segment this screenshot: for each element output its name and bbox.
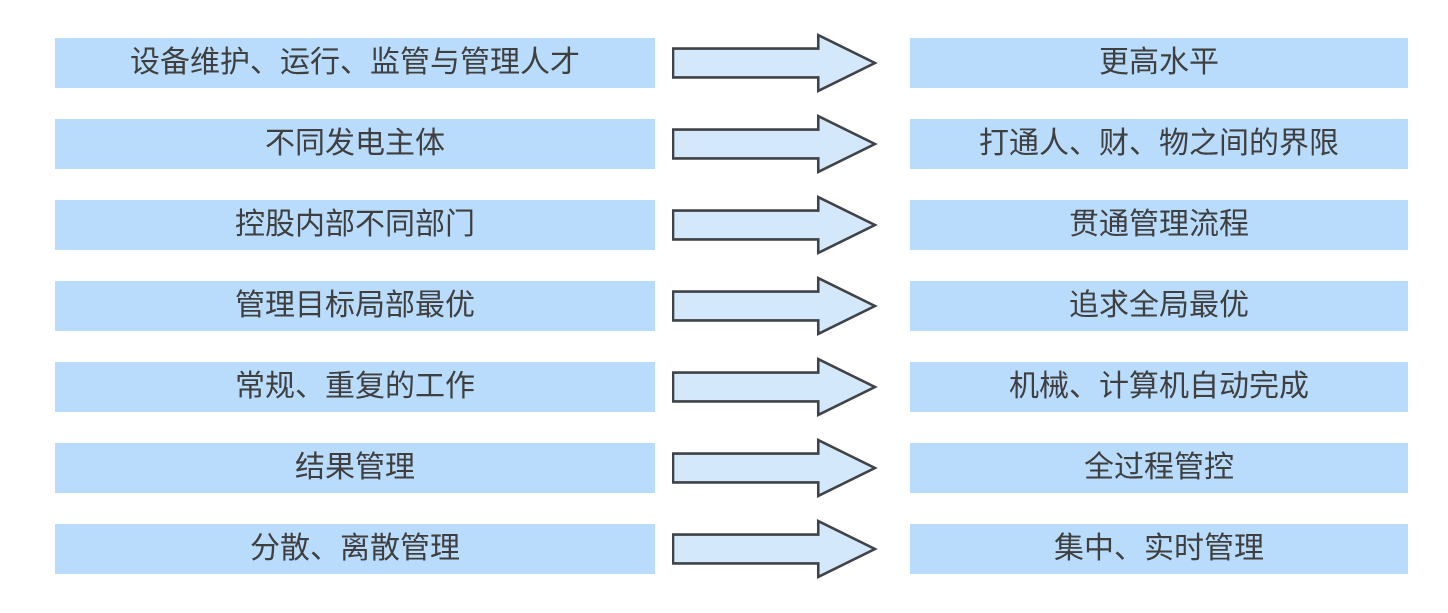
source-box-label: 设备维护、运行、监管与管理人才 [130, 46, 580, 79]
target-box: 机械、计算机自动完成 [910, 362, 1408, 412]
diagram-row: 设备维护、运行、监管与管理人才 更高水平 [55, 33, 1448, 93]
diagram-row: 不同发电主体 打通人、财、物之间的界限 [55, 114, 1448, 174]
right-arrow-icon [672, 33, 878, 93]
diagram-row: 结果管理 全过程管控 [55, 438, 1448, 498]
diagram-row: 控股内部不同部门 贯通管理流程 [55, 195, 1448, 255]
right-arrow-icon [672, 357, 878, 417]
right-arrow-icon [672, 195, 878, 255]
source-box-label: 分散、离散管理 [250, 532, 460, 565]
target-box-label: 集中、实时管理 [1054, 532, 1264, 565]
source-box: 分散、离散管理 [55, 524, 655, 574]
target-box: 贯通管理流程 [910, 200, 1408, 250]
target-box-label: 机械、计算机自动完成 [1009, 370, 1309, 403]
target-box-label: 全过程管控 [1084, 451, 1234, 484]
right-arrow-icon [672, 276, 878, 336]
target-box: 追求全局最优 [910, 281, 1408, 331]
source-box: 控股内部不同部门 [55, 200, 655, 250]
target-box: 打通人、财、物之间的界限 [910, 119, 1408, 169]
right-arrow-icon [672, 519, 878, 579]
source-box: 设备维护、运行、监管与管理人才 [55, 38, 655, 88]
target-box-label: 更高水平 [1099, 46, 1219, 79]
source-box-label: 管理目标局部最优 [235, 289, 475, 322]
target-box-label: 打通人、财、物之间的界限 [979, 127, 1339, 160]
source-box: 不同发电主体 [55, 119, 655, 169]
transformation-diagram: 设备维护、运行、监管与管理人才 更高水平 不同发电主体 打通人、财、物之间的界限… [55, 33, 1448, 579]
target-box: 集中、实时管理 [910, 524, 1408, 574]
diagram-row: 管理目标局部最优 追求全局最优 [55, 276, 1448, 336]
target-box: 全过程管控 [910, 443, 1408, 493]
target-box-label: 贯通管理流程 [1069, 208, 1249, 241]
right-arrow-icon [672, 114, 878, 174]
source-box: 管理目标局部最优 [55, 281, 655, 331]
target-box: 更高水平 [910, 38, 1408, 88]
source-box-label: 不同发电主体 [265, 127, 445, 160]
target-box-label: 追求全局最优 [1069, 289, 1249, 322]
source-box: 常规、重复的工作 [55, 362, 655, 412]
source-box-label: 常规、重复的工作 [235, 370, 475, 403]
diagram-row: 分散、离散管理 集中、实时管理 [55, 519, 1448, 579]
source-box-label: 控股内部不同部门 [235, 208, 475, 241]
diagram-row: 常规、重复的工作 机械、计算机自动完成 [55, 357, 1448, 417]
source-box: 结果管理 [55, 443, 655, 493]
source-box-label: 结果管理 [295, 451, 415, 484]
right-arrow-icon [672, 438, 878, 498]
